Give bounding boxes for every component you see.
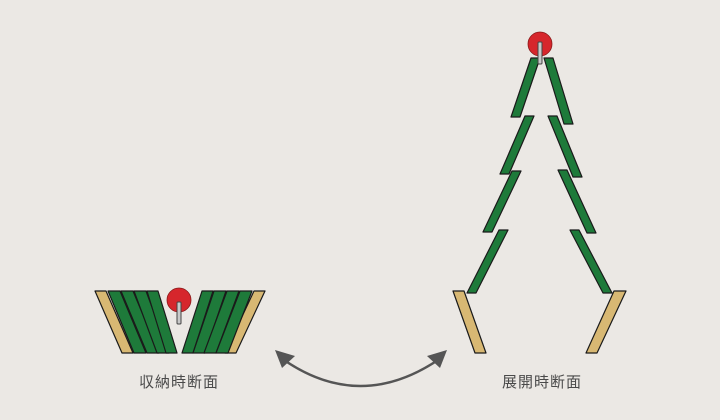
unfolded-leaf-right-2 (547, 115, 583, 178)
unfolded-section (452, 31, 627, 354)
unfolded-hinge-pin-icon (527, 31, 553, 65)
folded-leaf-left-4 (146, 290, 178, 354)
unfolded-base-left (452, 290, 487, 354)
unfolded-base-right (585, 290, 627, 354)
unfolded-leaf-left-3 (482, 170, 522, 233)
folded-base-left (94, 290, 134, 354)
double-headed-curved-arrow-icon (275, 350, 447, 388)
unfolded-leaf-right-4 (569, 229, 613, 294)
folded-leaf-right-4 (215, 290, 253, 354)
caption-folded: 収納時断面 (138, 373, 219, 391)
folded-hinge-pin-icon (166, 287, 192, 325)
unfolded-leaf-right-3 (557, 169, 597, 234)
unfolded-leaf-left-4 (466, 229, 509, 294)
unfolded-leaf-left-2 (499, 115, 535, 175)
unfolded-leaf-right-1 (543, 57, 574, 125)
folded-leaf-left-1 (107, 290, 147, 354)
unfolded-leaf-left-1 (510, 57, 541, 118)
folded-section (94, 287, 266, 354)
caption-unfolded: 展開時断面 (501, 373, 582, 391)
